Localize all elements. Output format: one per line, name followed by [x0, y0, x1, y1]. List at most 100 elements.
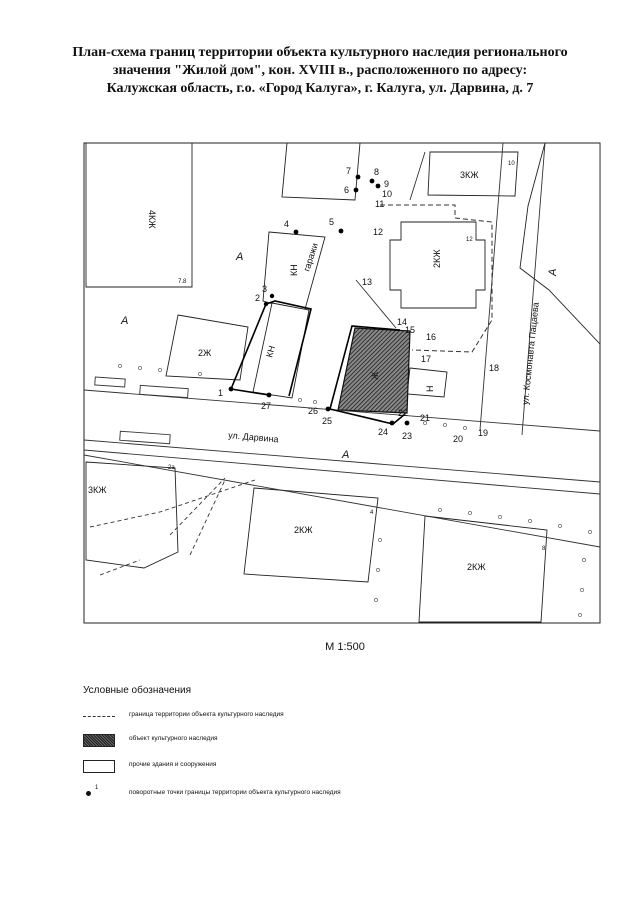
point-label-3: 3 [262, 284, 267, 294]
point-label-15: 15 [405, 325, 415, 335]
zone-label-a-1: А [235, 251, 243, 263]
label-kn: КН [264, 345, 277, 359]
legend-title: Условные обозначения [83, 685, 192, 696]
point-label-10: 10 [382, 189, 392, 199]
title-line-1: План-схема границ территории объекта кул… [72, 45, 568, 60]
legend-row-other: прочие здания и сооружения [83, 760, 383, 774]
building-2kzh-bottom [243, 487, 379, 583]
building-2kzh-bottom-right [418, 515, 548, 623]
legend-boundary-line-icon [83, 716, 115, 717]
small-label-10: 10 [508, 161, 515, 167]
point-8 [369, 178, 375, 184]
point-24 [389, 420, 395, 426]
sidewalk-south [83, 449, 601, 495]
point-label-13: 13 [362, 277, 372, 287]
point-label-25: 25 [322, 416, 332, 426]
legend-other-text: прочие здания и сооружения [129, 761, 217, 768]
curb-1 [139, 384, 189, 399]
title-line-2: значения "Жилой дом", кон. XVIII в., рас… [112, 63, 528, 78]
label-3kzh-top: 3КЖ [460, 170, 479, 180]
point-4 [293, 229, 299, 235]
legend-row-heritage: объект культурного наследия [83, 734, 383, 748]
legend-heritage-text: объект культурного наследия [129, 735, 218, 742]
small-label-4: 4 [370, 510, 374, 516]
building-2kzh-right [389, 221, 486, 309]
legend-boundary-text: граница территории объекта культурного н… [129, 711, 284, 718]
point-label-17: 17 [421, 354, 431, 364]
small-label-12: 12 [466, 237, 473, 243]
point-label-5: 5 [329, 217, 334, 227]
point-label-7: 7 [346, 166, 351, 176]
legend-points-text: поворотные точки границы территории объе… [129, 789, 341, 796]
point-label-24: 24 [378, 427, 388, 437]
road-diagonal [83, 454, 601, 548]
point-26 [325, 406, 331, 412]
label-zh-heritage: Ж [370, 371, 380, 380]
curb-2 [119, 430, 171, 445]
point-label-8: 8 [374, 167, 379, 177]
point-label-22: 22 [398, 408, 408, 418]
point-6 [353, 187, 359, 193]
label-3kzh-bottom: 3КЖ [88, 485, 107, 495]
street-kosmonavt-edge-1 [479, 142, 504, 431]
dashed-path-2 [169, 477, 226, 536]
building-far-right [519, 142, 601, 346]
label-4kzh: 4КЖ [147, 210, 157, 229]
dashed-path-1 [89, 479, 256, 528]
legend-row-boundary: граница территории объекта культурного н… [83, 710, 383, 724]
zone-label-a-4: А [547, 269, 559, 277]
point-label-14: 14 [397, 317, 407, 327]
point-27 [266, 392, 272, 398]
building-3kzh-bottom [85, 461, 179, 569]
legend-row-points: 1 поворотные точки границы территории об… [83, 785, 383, 802]
small-label-2a: 2а [168, 465, 175, 471]
point-7 [355, 174, 361, 180]
point-label-26: 26 [308, 406, 318, 416]
point-label-11: 11 [375, 199, 384, 209]
zone-label-a-2: А [120, 315, 128, 327]
point-label-12: 12 [373, 227, 383, 237]
label-2kzh-bottom-right: 2КЖ [467, 562, 486, 572]
road-edge-south [83, 439, 601, 483]
legend-other-swatch-icon [83, 760, 115, 773]
point-label-21: 21 [420, 413, 430, 423]
small-label-7-8: 7.8 [178, 279, 187, 285]
point-23 [404, 420, 410, 426]
point-label-9: 9 [384, 179, 389, 189]
point-label-20: 20 [453, 434, 463, 444]
zone-label-a-3: А [341, 449, 349, 461]
alley-line [409, 151, 426, 201]
building-4kzh [85, 142, 193, 288]
map-scale: М 1:500 [325, 641, 365, 653]
title-line-3: Калужская область, г.о. «Город Калуга», … [106, 81, 534, 96]
point-label-16: 16 [426, 332, 436, 342]
point-1 [228, 386, 234, 392]
point-label-19: 19 [478, 428, 488, 438]
curb-3 [94, 376, 126, 388]
point-5 [338, 228, 344, 234]
dashed-path-4 [99, 559, 141, 576]
street-kosmonavt-edge-2 [521, 142, 546, 436]
point-9 [375, 183, 381, 189]
point-label-23: 23 [402, 431, 412, 441]
label-kn-garages: КН [289, 264, 299, 276]
building-top-middle [281, 142, 361, 201]
point-label-27: 27 [261, 401, 271, 411]
point-label-2: 2 [255, 293, 260, 303]
point-label-4: 4 [284, 219, 289, 229]
dashed-courtyard-boundary [380, 204, 493, 353]
point-label-1: 1 [218, 388, 223, 398]
legend-point-dot-icon [86, 791, 91, 796]
point-2 [263, 301, 269, 307]
point-label-18: 18 [489, 363, 499, 373]
label-2kzh-right: 2КЖ [432, 249, 442, 268]
street-label-darwin: ул. Дарвина [228, 430, 279, 444]
point-3 [269, 293, 275, 299]
legend-point-sample-number: 1 [95, 785, 99, 791]
building-3kzh-top [427, 151, 519, 197]
label-2kzh-bottom: 2КЖ [294, 525, 313, 535]
map-title: План-схема границ территории объекта кул… [20, 44, 620, 98]
path-13 [355, 279, 397, 329]
building-2zh [165, 314, 249, 381]
